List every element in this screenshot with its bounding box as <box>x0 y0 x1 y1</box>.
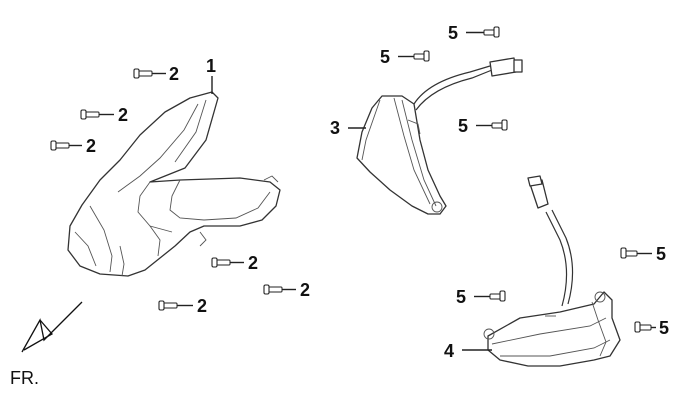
orientation-label: FR. <box>10 368 39 388</box>
turn-signal-left <box>356 57 523 215</box>
screw-2-d <box>211 257 244 268</box>
screw-5-d <box>620 247 652 259</box>
screw-2-e <box>263 284 296 295</box>
front-fairing <box>67 91 281 277</box>
screw-5-f <box>634 321 656 333</box>
callout-1: 1 <box>206 56 216 76</box>
screw-2-b <box>80 109 114 120</box>
callout-2: 2 <box>169 64 179 84</box>
screw-5-a <box>466 26 500 38</box>
callout-2: 2 <box>248 253 258 273</box>
screw-5-b <box>398 50 430 62</box>
callout-2: 2 <box>118 105 128 125</box>
callout-4: 4 <box>444 341 454 361</box>
callout-3: 3 <box>330 118 340 138</box>
screw-2-c <box>50 140 82 151</box>
front-direction-arrow-icon <box>21 301 83 353</box>
turn-signal-right <box>483 175 621 367</box>
callout-2: 2 <box>86 136 96 156</box>
callout-5: 5 <box>458 116 468 136</box>
callout-5: 5 <box>448 23 458 43</box>
callout-5: 5 <box>656 244 666 264</box>
screw-2-a <box>133 68 166 79</box>
callout-5: 5 <box>659 318 669 338</box>
screw-5-c <box>476 119 508 131</box>
callout-2: 2 <box>197 296 207 316</box>
callout-5: 5 <box>380 47 390 67</box>
callout-2: 2 <box>300 280 310 300</box>
screw-5-e <box>474 290 506 302</box>
callout-5: 5 <box>456 287 466 307</box>
screw-2-f <box>158 300 193 311</box>
